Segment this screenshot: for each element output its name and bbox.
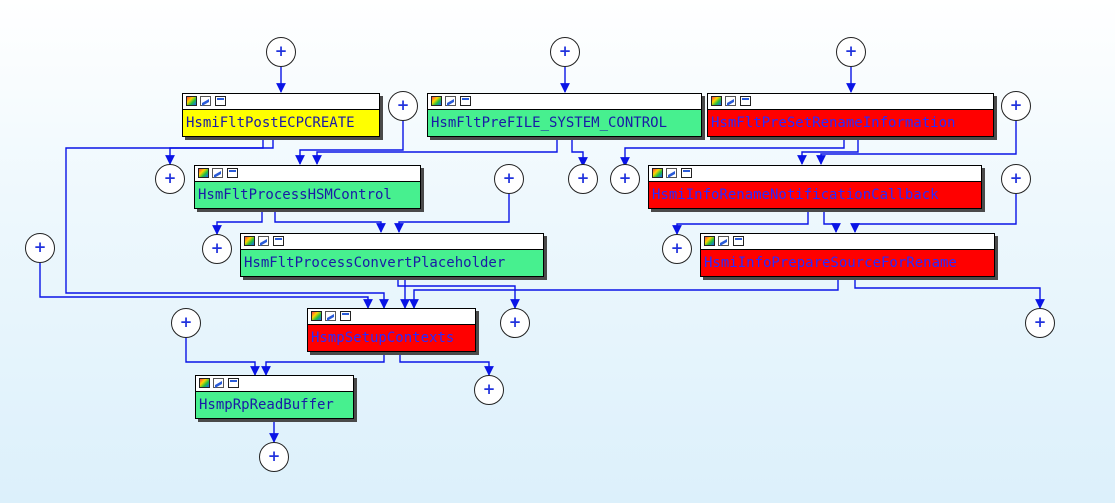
edit-icon[interactable] xyxy=(725,96,736,106)
edge xyxy=(312,138,558,165)
node-toolbar xyxy=(183,94,379,110)
graph-icon[interactable] xyxy=(198,168,209,178)
graph-icon[interactable] xyxy=(186,96,197,106)
function-name[interactable]: HsmFltProcessConvertPlaceholder xyxy=(241,250,543,276)
edge xyxy=(399,352,494,376)
function-node[interactable]: HsmpRpReadBuffer xyxy=(195,375,354,419)
node-toolbar xyxy=(708,94,993,110)
expand-button[interactable]: + xyxy=(500,308,530,338)
expand-button[interactable]: + xyxy=(494,164,524,194)
function-name[interactable]: HsmiInfoPrepareSourceForRename xyxy=(701,250,994,276)
graph-icon[interactable] xyxy=(711,96,722,106)
expand-button[interactable]: + xyxy=(155,164,185,194)
function-node[interactable]: HsmiInfoPrepareSourceForRename xyxy=(700,233,995,277)
expand-button[interactable]: + xyxy=(171,308,201,338)
edge xyxy=(165,138,264,165)
edge xyxy=(274,208,386,233)
text-view-icon[interactable] xyxy=(228,378,239,388)
text-view-icon[interactable] xyxy=(733,236,744,246)
function-name[interactable]: HsmiFltPostECPCREATE xyxy=(183,110,379,136)
function-node[interactable]: HsmFltPreSetRenameInformation xyxy=(707,93,994,137)
edge xyxy=(816,121,1017,165)
edit-icon[interactable] xyxy=(200,96,211,106)
text-view-icon[interactable] xyxy=(273,236,284,246)
expand-button[interactable]: + xyxy=(1001,91,1031,121)
expand-button[interactable]: + xyxy=(202,234,232,264)
text-view-icon[interactable] xyxy=(215,96,226,106)
edge xyxy=(295,121,404,165)
expand-button[interactable]: + xyxy=(1025,308,1055,338)
text-view-icon[interactable] xyxy=(681,168,692,178)
edge xyxy=(409,277,839,309)
edge xyxy=(854,277,1045,309)
expand-button[interactable]: + xyxy=(1001,164,1031,194)
function-node[interactable]: HsmFltPreFILE_SYSTEM_CONTROL xyxy=(427,93,702,137)
edge xyxy=(212,208,263,235)
graph-icon[interactable] xyxy=(431,96,442,106)
edge xyxy=(394,194,510,233)
function-name[interactable]: HsmFltProcessHSMControl xyxy=(195,182,420,208)
expand-button[interactable]: + xyxy=(388,91,418,121)
expand-button[interactable]: + xyxy=(474,375,504,405)
edge xyxy=(797,138,859,165)
expand-button[interactable]: + xyxy=(568,164,598,194)
graph-icon[interactable] xyxy=(704,236,715,246)
function-node[interactable]: HsmFltProcessHSMControl xyxy=(194,165,421,209)
edit-icon[interactable] xyxy=(666,168,677,178)
graph-icon[interactable] xyxy=(199,378,210,388)
expand-button[interactable]: + xyxy=(836,37,866,67)
edge xyxy=(397,277,520,309)
node-toolbar xyxy=(701,234,994,250)
node-toolbar xyxy=(195,166,420,182)
expand-button[interactable]: + xyxy=(610,164,640,194)
node-toolbar xyxy=(428,94,701,110)
function-node[interactable]: HsmiFltPostECPCREATE xyxy=(182,93,380,137)
edit-icon[interactable] xyxy=(445,96,456,106)
edge xyxy=(823,208,841,233)
edit-icon[interactable] xyxy=(325,311,336,321)
node-toolbar xyxy=(241,234,543,250)
text-view-icon[interactable] xyxy=(340,311,351,321)
expand-button[interactable]: + xyxy=(550,37,580,67)
function-name[interactable]: HsmiInfoRenameNotificationCallback xyxy=(649,182,981,208)
edge xyxy=(39,263,373,309)
function-name[interactable]: HsmpRpReadBuffer xyxy=(196,392,353,418)
function-name[interactable]: HsmFltPreSetRenameInformation xyxy=(708,110,993,136)
text-view-icon[interactable] xyxy=(740,96,751,106)
graph-icon[interactable] xyxy=(244,236,255,246)
function-name[interactable]: HsmpSetupContexts xyxy=(308,325,475,351)
edge xyxy=(672,208,809,235)
node-toolbar xyxy=(649,166,981,182)
edge xyxy=(185,338,260,376)
node-toolbar xyxy=(308,309,475,325)
edit-icon[interactable] xyxy=(258,236,269,246)
graph-icon[interactable] xyxy=(311,311,322,321)
edge xyxy=(620,138,845,167)
expand-button[interactable]: + xyxy=(259,442,289,472)
text-view-icon[interactable] xyxy=(460,96,471,106)
edge xyxy=(850,194,1017,233)
edge xyxy=(65,138,389,309)
function-node[interactable]: HsmiInfoRenameNotificationCallback xyxy=(648,165,982,209)
edge xyxy=(261,352,385,376)
expand-button[interactable]: + xyxy=(662,234,692,264)
function-node[interactable]: HsmFltProcessConvertPlaceholder xyxy=(240,233,544,277)
node-toolbar xyxy=(196,376,353,392)
text-view-icon[interactable] xyxy=(227,168,238,178)
function-name[interactable]: HsmFltPreFILE_SYSTEM_CONTROL xyxy=(428,110,701,136)
expand-button[interactable]: + xyxy=(25,233,55,263)
edit-icon[interactable] xyxy=(718,236,729,246)
edit-icon[interactable] xyxy=(213,378,224,388)
graph-icon[interactable] xyxy=(652,168,663,178)
edit-icon[interactable] xyxy=(212,168,223,178)
edge xyxy=(571,138,588,167)
function-node[interactable]: HsmpSetupContexts xyxy=(307,308,476,352)
expand-button[interactable]: + xyxy=(266,37,296,67)
